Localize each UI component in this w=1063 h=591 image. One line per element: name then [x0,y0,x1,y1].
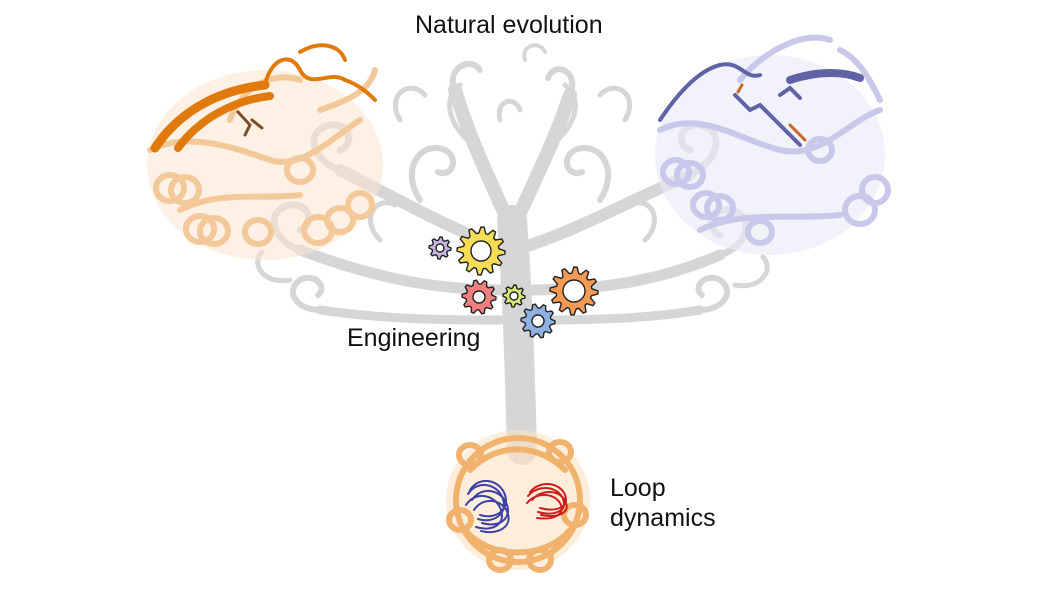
label-loop-dynamics: Loop dynamics [610,473,716,533]
label-engineering: Engineering [347,324,481,352]
loop-blue [465,480,510,533]
gear-icon-yellow-hole [470,240,492,262]
gear-icon-red-hole [472,290,486,304]
title-natural-evolution: Natural evolution [415,11,603,39]
gear-icon-blue-hole [531,314,545,328]
gears-group [428,226,599,339]
protein-structure-left [147,43,383,260]
protein-structure-bottom [446,430,590,573]
label-loop-line1: Loop [610,474,666,502]
gear-icon-orange-hole [562,279,586,303]
loop-red [526,483,568,520]
label-loop-line2: dynamics [610,504,716,532]
gear-icon-purple-hole [435,243,445,253]
protein-structure-right [655,34,891,255]
gear-icon-lime-hole [509,291,519,301]
